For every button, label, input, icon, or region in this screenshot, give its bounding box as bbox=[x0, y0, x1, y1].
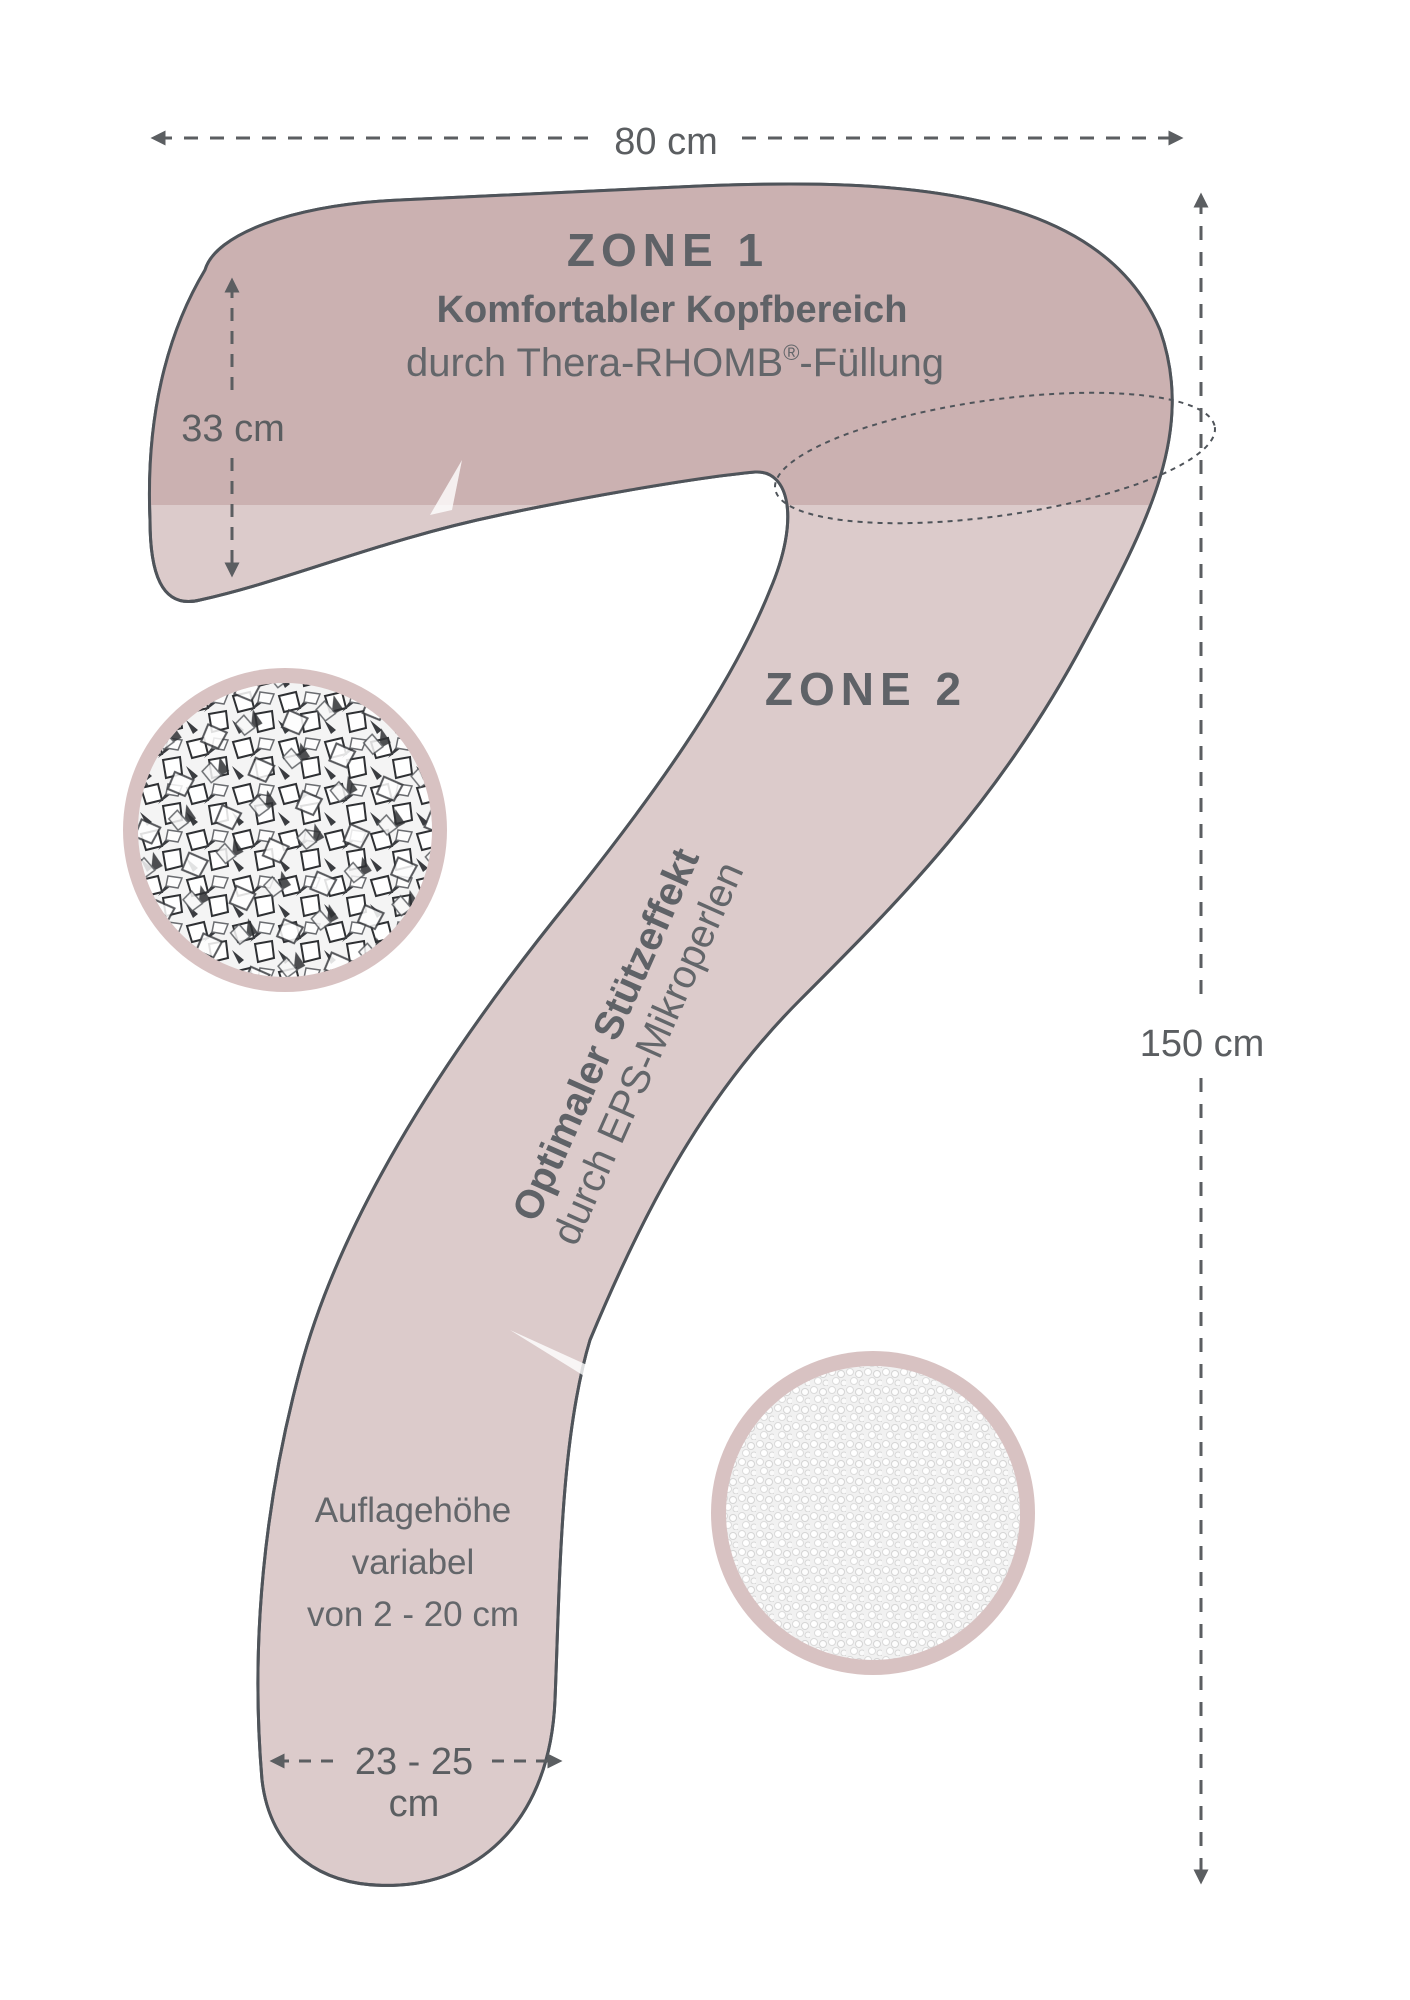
head-height-dimension: 33 cm bbox=[181, 277, 285, 578]
height-dimension: 150 cm bbox=[1140, 192, 1265, 1885]
head-height-label: 33 cm bbox=[181, 408, 284, 450]
height-note-line2: variabel bbox=[352, 1543, 475, 1582]
zone1-subtitle: Komfortabler Kopfbereich bbox=[437, 289, 908, 331]
zone1-description-suffix: -Füllung bbox=[799, 341, 944, 385]
registered-mark: ® bbox=[783, 340, 799, 365]
glare-top bbox=[430, 460, 462, 515]
height-note-line3: von 2 - 20 cm bbox=[307, 1595, 519, 1634]
height-note-line1: Auflagehöhe bbox=[315, 1491, 512, 1530]
eps-beads-image bbox=[711, 1351, 1035, 1675]
rhomb-filling-image bbox=[123, 668, 447, 992]
foot-width-dimension: 23 - 25 cm bbox=[269, 1741, 563, 1825]
zone1-description: durch Thera-RHOMB®-Füllung bbox=[406, 340, 944, 385]
zone-divider-ellipse bbox=[774, 391, 1216, 525]
zone1-description-prefix: durch Thera-RHOMB bbox=[406, 341, 783, 385]
pillow-outline bbox=[147, 182, 1174, 1887]
foot-width-value: 23 - 25 bbox=[355, 1741, 473, 1783]
foot-width-unit: cm bbox=[389, 1783, 440, 1825]
width-dimension: 80 cm bbox=[150, 121, 1184, 163]
zone1-title: ZONE 1 bbox=[567, 224, 769, 276]
height-label: 150 cm bbox=[1140, 1023, 1265, 1065]
zone2-title: ZONE 2 bbox=[765, 663, 967, 715]
glare-bottom bbox=[510, 1330, 620, 1392]
zone1-region bbox=[149, 184, 1173, 505]
width-label: 80 cm bbox=[614, 121, 717, 163]
